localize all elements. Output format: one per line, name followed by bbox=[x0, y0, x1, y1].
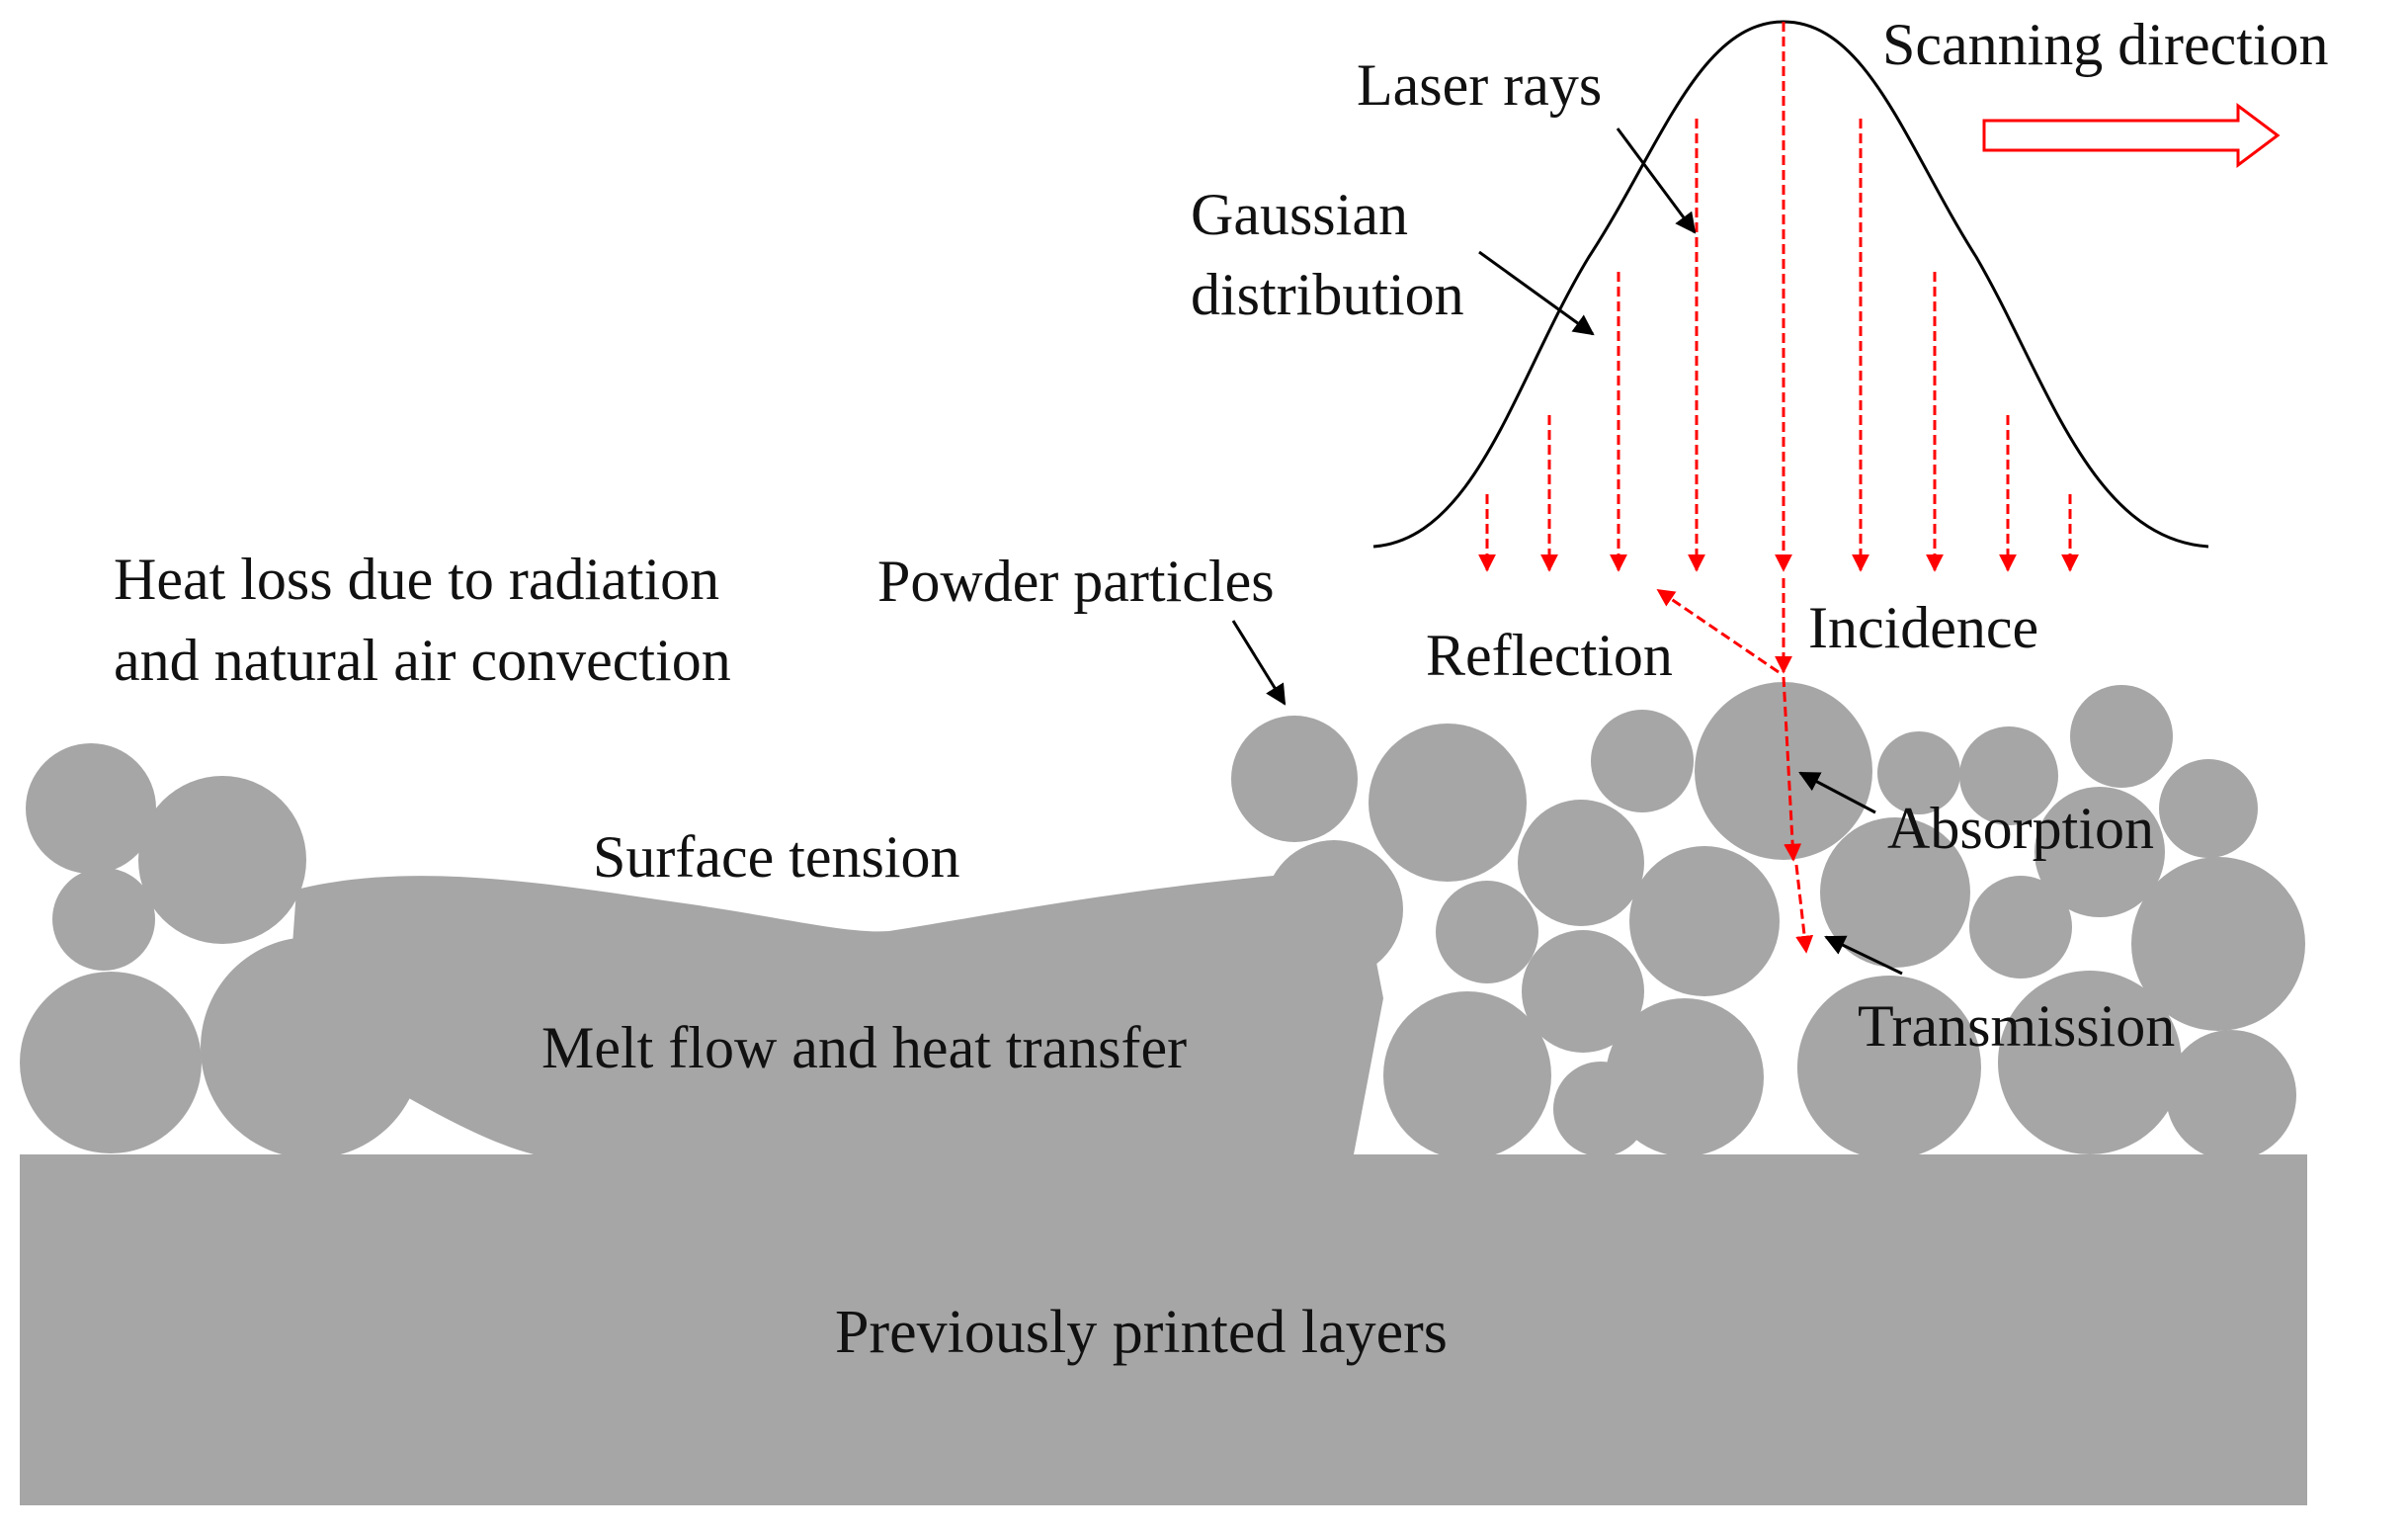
powder-particle bbox=[1820, 817, 1970, 968]
powder-particle bbox=[201, 937, 422, 1158]
previous-layers-label: Previously printed layers bbox=[835, 1299, 1448, 1366]
powder-particle bbox=[2131, 857, 2305, 1031]
scanning-direction-label: Scanning direction bbox=[1882, 12, 2329, 77]
powder-particle bbox=[1629, 846, 1780, 996]
powder-particle bbox=[1522, 930, 1644, 1053]
melt-pool bbox=[287, 870, 1383, 1154]
powder-particle bbox=[1369, 724, 1527, 882]
scanning-direction-arrow-icon bbox=[1982, 103, 2281, 168]
powder-particle bbox=[1959, 726, 2058, 825]
reflection-label: Reflection bbox=[1426, 623, 1673, 688]
surface-tension-label: Surface tension bbox=[593, 824, 960, 890]
absorption-ray bbox=[1782, 676, 1802, 862]
transmission-ray bbox=[1794, 864, 1814, 954]
powder-particle bbox=[138, 776, 306, 944]
heat-loss-label-line2: and natural air convection bbox=[114, 628, 731, 693]
powder-particle bbox=[20, 972, 202, 1153]
gaussian-pointer bbox=[1478, 250, 1595, 336]
powder-particle bbox=[1695, 682, 1872, 860]
powder-particle bbox=[1591, 710, 1694, 812]
absorption-label: Absorption bbox=[1887, 796, 2154, 861]
powder-particles-label: Powder particles bbox=[877, 549, 1275, 614]
powder-particle bbox=[1877, 731, 1960, 814]
transmission-label: Transmission bbox=[1858, 993, 2175, 1059]
laser-rays-label: Laser rays bbox=[1357, 52, 1602, 118]
powder-particle bbox=[1797, 976, 1981, 1159]
powder-particle bbox=[1998, 971, 2182, 1154]
melt-flow-label: Melt flow and heat transfer bbox=[541, 1015, 1187, 1080]
substrate-block bbox=[20, 1154, 2307, 1505]
powder-particle bbox=[1518, 800, 1644, 926]
absorption-pointer bbox=[1798, 771, 1876, 814]
gaussian-label-line1: Gaussian bbox=[1191, 182, 1408, 247]
powder-particle bbox=[1383, 991, 1551, 1159]
powder-particle bbox=[1231, 716, 1358, 842]
powder-particle bbox=[1265, 840, 1403, 979]
incidence-label: Incidence bbox=[1808, 595, 2038, 660]
laser-rays-pointer bbox=[1616, 128, 1697, 234]
laser-rays bbox=[1478, 22, 2079, 572]
powder-particle bbox=[52, 868, 155, 971]
powder-particles-pointer bbox=[1231, 620, 1287, 706]
powder-particle bbox=[2166, 1030, 2296, 1160]
powder-particle bbox=[2159, 759, 2258, 858]
powder-particles bbox=[20, 682, 2305, 1160]
transmission-pointer bbox=[1824, 935, 1903, 976]
powder-particle bbox=[1969, 876, 2072, 979]
heat-loss-label-line1: Heat loss due to radiation bbox=[114, 547, 719, 612]
gaussian-label-line2: distribution bbox=[1191, 262, 1464, 327]
powder-particle bbox=[26, 743, 156, 874]
powder-particle bbox=[1606, 998, 1764, 1156]
powder-particle bbox=[2070, 685, 2173, 788]
powder-particle bbox=[1436, 881, 1538, 983]
reflection-ray bbox=[1656, 588, 1780, 674]
powder-particle bbox=[2034, 787, 2165, 917]
